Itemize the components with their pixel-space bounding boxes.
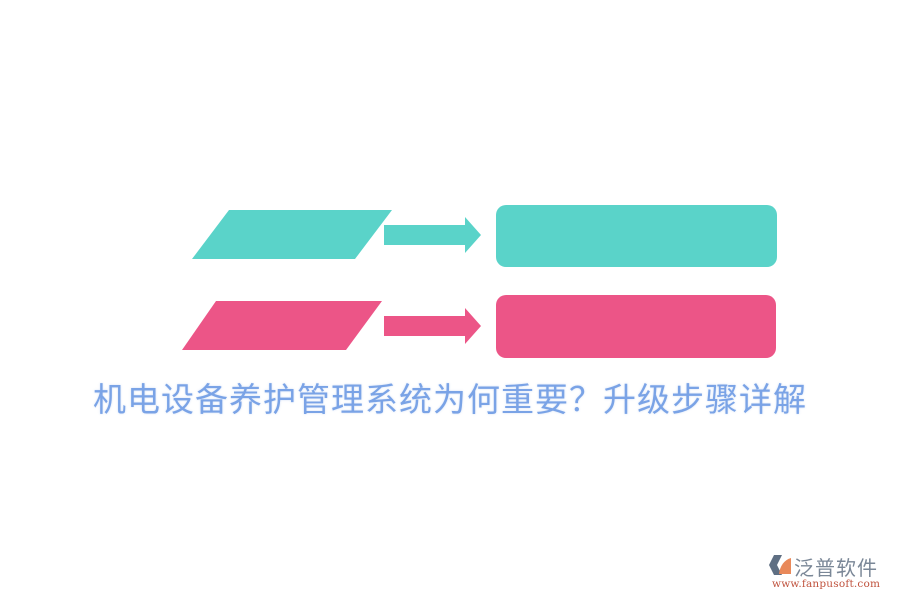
fanpu-logo-icon <box>769 555 791 575</box>
output-box-teal <box>496 205 777 267</box>
arrow-right-pink-icon <box>384 308 481 344</box>
brand-name: 泛普软件 <box>794 556 878 580</box>
brand-logo: 泛普软件 www.fanpusoft.com <box>766 552 896 592</box>
input-parallelogram-teal <box>192 210 392 259</box>
output-box-pink <box>496 295 776 358</box>
arrow-right-teal-icon <box>384 217 481 253</box>
brand-url: www.fanpusoft.com <box>772 578 881 590</box>
input-parallelogram-pink <box>182 301 382 350</box>
page-title: 机电设备养护管理系统为何重要？升级步骤详解 <box>93 380 807 419</box>
